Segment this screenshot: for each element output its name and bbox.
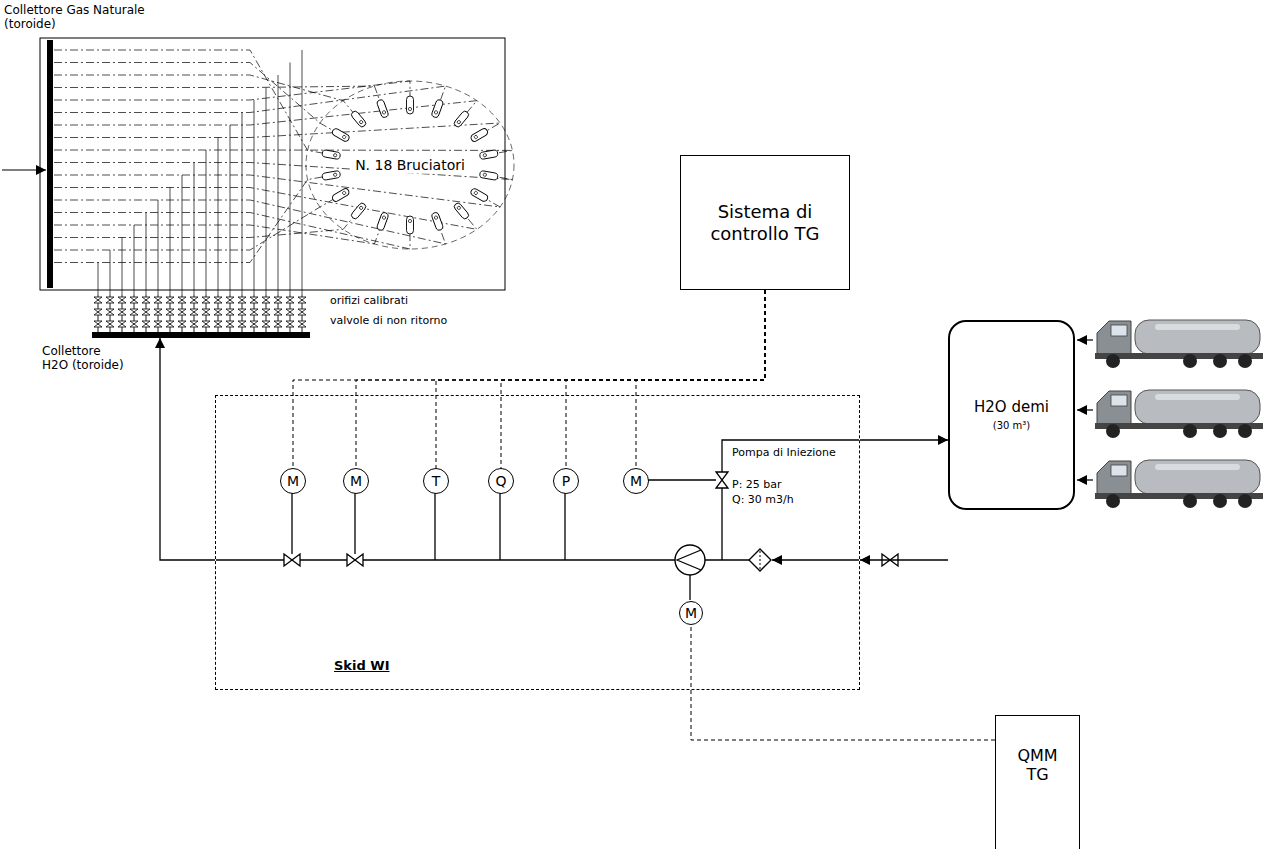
node-text: M bbox=[685, 605, 697, 622]
node-text: Sistema di controllo TG bbox=[708, 201, 823, 244]
node-text: N. 18 Bruciatori bbox=[352, 157, 468, 174]
tanker-truck bbox=[1095, 460, 1263, 508]
node-text: M bbox=[350, 473, 362, 490]
water-pipe bbox=[160, 338, 215, 560]
qmm-panel: QMM TG bbox=[995, 715, 1080, 849]
motor-valve-instrument: M bbox=[280, 468, 306, 494]
node-text: H2O demi bbox=[974, 398, 1049, 416]
node-text: Skid WI bbox=[331, 658, 392, 674]
temperature-instrument: T bbox=[423, 468, 449, 494]
filter-symbol bbox=[749, 549, 771, 571]
node-text: P bbox=[562, 473, 570, 490]
tanker-truck bbox=[1095, 390, 1263, 438]
node-text: (30 m³) bbox=[993, 420, 1030, 432]
water-pipe bbox=[860, 559, 948, 560]
pump-flow-label: Q: 30 m3/h bbox=[732, 493, 842, 506]
node-text: M bbox=[287, 473, 299, 490]
node-text: Q bbox=[495, 473, 506, 490]
valve-symbols bbox=[284, 472, 898, 566]
pressure-instrument: P bbox=[553, 468, 579, 494]
orifice-label: orifizi calibrati bbox=[330, 294, 500, 307]
burner-ring bbox=[54, 50, 514, 263]
water-manifold-bar bbox=[92, 332, 310, 338]
manifold-label: Collettore Gas Naturale (toroide) bbox=[4, 3, 179, 32]
node-text: M bbox=[630, 473, 642, 490]
node-text: T bbox=[432, 473, 441, 490]
check-valve-label: valvole di non ritorno bbox=[330, 314, 500, 327]
signal-line bbox=[636, 290, 765, 468]
signal-line bbox=[566, 290, 765, 468]
water-pipe bbox=[860, 439, 948, 440]
pump-pressure-label: P: 25 bar bbox=[732, 478, 842, 491]
signal-line bbox=[293, 290, 765, 468]
signal-line bbox=[501, 290, 765, 468]
demi-water-tank: H2O demi (30 m³) bbox=[948, 320, 1075, 510]
node-text: QMM TG bbox=[1008, 746, 1068, 849]
motor-valve-instrument: M bbox=[623, 468, 649, 494]
gas-inlet-arrow bbox=[2, 169, 46, 170]
signal-line bbox=[436, 290, 765, 468]
motor-valve-instrument: M bbox=[343, 468, 369, 494]
truck-fill-arrows bbox=[1077, 340, 1093, 480]
flow-instrument: Q bbox=[488, 468, 514, 494]
signal-line bbox=[691, 625, 995, 740]
pump-label: Pompa di Iniezione bbox=[732, 446, 842, 459]
skid-boundary: M M T Q P M M Skid WI bbox=[215, 395, 860, 690]
gas-manifold-bar bbox=[47, 40, 53, 288]
burner-assembly: N. 18 Bruciatori bbox=[40, 38, 505, 338]
orifice-valve-rows bbox=[94, 50, 306, 332]
manifold-label: Collettore H2O (toroide) bbox=[42, 344, 127, 373]
pump-motor: M bbox=[679, 601, 703, 625]
injection-pump-symbol bbox=[675, 545, 705, 575]
tanker-truck bbox=[1095, 320, 1263, 368]
control-system-box: Sistema di controllo TG bbox=[680, 155, 850, 290]
skid-piping bbox=[216, 440, 859, 600]
